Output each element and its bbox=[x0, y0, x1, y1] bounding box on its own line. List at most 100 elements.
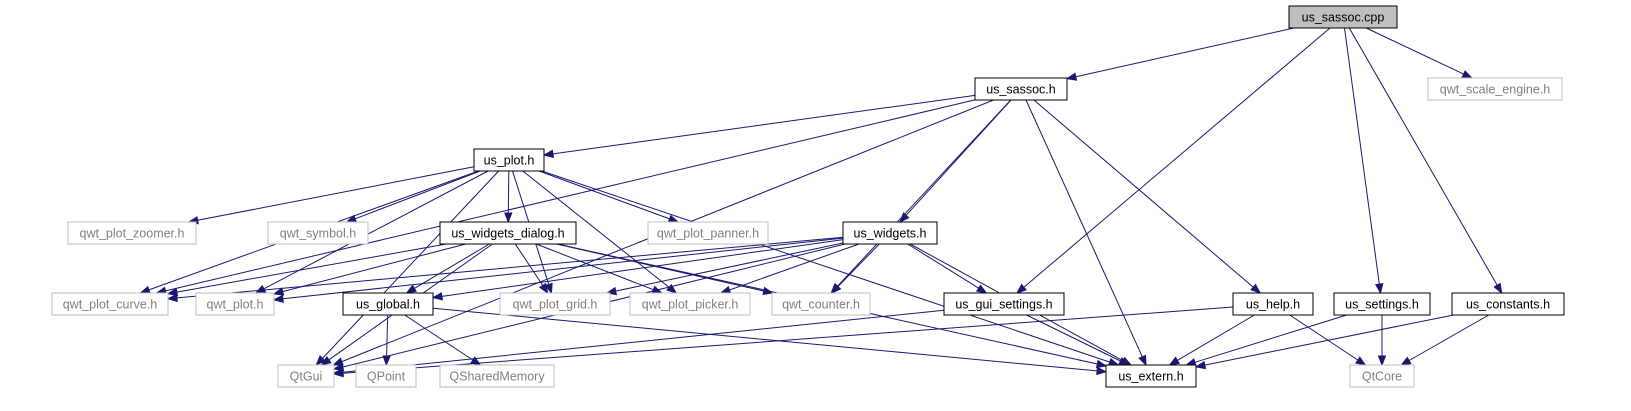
node-qwt-symbol-h: qwt_symbol.h bbox=[267, 221, 369, 245]
node-label: qwt_scale_engine.h bbox=[1440, 83, 1551, 97]
node-us-widgets-dialog-h[interactable]: us_widgets_dialog.h bbox=[439, 221, 577, 245]
node-box bbox=[67, 221, 197, 245]
arrowhead bbox=[1107, 357, 1120, 366]
node-us-widgets-h[interactable]: us_widgets.h bbox=[842, 221, 938, 245]
edge-line bbox=[1025, 99, 1143, 358]
arrowhead bbox=[382, 355, 391, 367]
node-label: us_help.h bbox=[1246, 298, 1300, 312]
node-us-help-h[interactable]: us_help.h bbox=[1232, 292, 1314, 316]
node-box bbox=[943, 292, 1065, 316]
edge-line bbox=[538, 170, 670, 220]
edge-line bbox=[514, 243, 544, 286]
node-label: qwt_plot_zoomer.h bbox=[80, 227, 185, 241]
edge-us_sassoc_h-to-us_extern_h bbox=[1025, 99, 1147, 367]
edge-us_widgets_dialog_h-to-us_global_h bbox=[405, 243, 490, 294]
node-qwt-plot-zoomer-h: qwt_plot_zoomer.h bbox=[67, 221, 197, 245]
node-box bbox=[267, 221, 369, 245]
node-label: us_widgets_dialog.h bbox=[451, 227, 564, 241]
arrowhead bbox=[1095, 359, 1108, 369]
node-us-sassoc-h[interactable]: us_sassoc.h bbox=[974, 77, 1068, 101]
edge-us_sassoc_h-to-us_help_h bbox=[1033, 99, 1262, 294]
edge-line bbox=[507, 170, 510, 214]
edge-line bbox=[282, 237, 844, 300]
arrowhead bbox=[332, 369, 344, 378]
edge-line bbox=[263, 170, 489, 290]
edge-us_settings_h-to-us_extern_h bbox=[1184, 314, 1347, 367]
edge-line bbox=[837, 99, 1012, 287]
edge-line bbox=[441, 239, 844, 297]
arrowhead bbox=[1400, 356, 1412, 366]
node-box bbox=[1232, 292, 1314, 316]
arrowhead bbox=[1065, 72, 1078, 81]
node-box bbox=[499, 292, 611, 316]
arrowhead bbox=[1096, 366, 1108, 376]
node-us-gui-settings-h[interactable]: us_gui_settings.h bbox=[943, 292, 1065, 316]
node-label: us_constants.h bbox=[1466, 298, 1550, 312]
edge-us_help_h-to-QtCore bbox=[1289, 314, 1367, 366]
edge-us_constants_h-to-QtCore bbox=[1400, 314, 1490, 366]
node-label: qwt_plot_picker.h bbox=[642, 298, 739, 312]
node-box bbox=[439, 364, 555, 388]
arrowhead bbox=[272, 287, 285, 296]
arrowhead bbox=[431, 292, 443, 301]
edge-line bbox=[1075, 27, 1294, 78]
arrowhead bbox=[544, 282, 553, 295]
edge-us_sassoc_cpp-to-us_settings_h bbox=[1344, 27, 1384, 295]
edge-us_plot_h-to-qwt_plot_panner_h bbox=[538, 170, 680, 223]
edge-line bbox=[907, 243, 979, 289]
edge-us_constants_h-to-us_extern_h bbox=[1194, 314, 1454, 370]
edge-us_widgets_h-to-qwt_plot_curve_h bbox=[166, 236, 844, 303]
node-label: us_settings.h bbox=[1345, 298, 1419, 312]
edge-us_sassoc_h-to-qwt_plot_curve_h bbox=[155, 99, 976, 295]
edge-us_widgets_h-to-us_global_h bbox=[431, 239, 844, 301]
node-us-extern-h[interactable]: us_extern.h bbox=[1105, 364, 1197, 388]
node-box bbox=[629, 292, 751, 316]
edge-us_settings_h-to-QtCore bbox=[1377, 315, 1387, 367]
node-label: us_sassoc.h bbox=[986, 83, 1056, 97]
edge-line bbox=[282, 243, 466, 293]
node-box bbox=[1288, 5, 1398, 29]
arrowhead bbox=[139, 285, 151, 294]
node-label: us_global.h bbox=[356, 298, 420, 312]
edge-line bbox=[1194, 314, 1347, 363]
node-qwt-plot-curve-h: qwt_plot_curve.h bbox=[51, 292, 169, 316]
arrowhead bbox=[504, 212, 513, 224]
edge-line bbox=[322, 170, 500, 359]
edge-line bbox=[615, 242, 844, 292]
arrowhead bbox=[332, 357, 344, 366]
node-label: qwt_plot.h bbox=[207, 298, 264, 312]
node-us-global-h[interactable]: us_global.h bbox=[342, 292, 434, 316]
arrowhead bbox=[1250, 283, 1262, 294]
node-us-sassoc-cpp[interactable]: us_sassoc.cpp bbox=[1288, 5, 1398, 29]
node-us-plot-h[interactable]: us_plot.h bbox=[473, 148, 545, 172]
node-label: qwt_counter.h bbox=[782, 298, 860, 312]
arrowhead bbox=[254, 284, 267, 294]
arrowhead bbox=[1375, 283, 1384, 295]
node-us-settings-h[interactable]: us_settings.h bbox=[1333, 292, 1431, 316]
node-box bbox=[1349, 364, 1415, 388]
node-box bbox=[842, 221, 938, 245]
edge-line bbox=[1023, 27, 1331, 288]
node-label: us_widgets.h bbox=[854, 227, 927, 241]
edge-line bbox=[176, 236, 844, 299]
edge-line bbox=[176, 243, 447, 293]
edge-us_plot_h-to-us_extern_h bbox=[541, 170, 1120, 366]
edge-line bbox=[1289, 314, 1359, 361]
arrowhead bbox=[272, 294, 284, 303]
edge-us_plot_h-to-qwt_plot_zoomer_h bbox=[187, 166, 475, 225]
node-qwt-plot-grid-h: qwt_plot_grid.h bbox=[499, 292, 611, 316]
node-QSharedMemory: QSharedMemory bbox=[439, 364, 555, 388]
edge-line bbox=[386, 314, 389, 357]
edge-line bbox=[342, 306, 1234, 374]
edge-line bbox=[1408, 314, 1490, 361]
edge-line bbox=[1348, 27, 1498, 286]
edge-us_widgets_dialog_h-to-qwt_plot_grid_h bbox=[514, 243, 549, 295]
edge-line bbox=[729, 243, 860, 291]
node-box bbox=[647, 221, 769, 245]
edge-us_global_h-to-us_extern_h bbox=[432, 307, 1108, 376]
arrowhead bbox=[1194, 360, 1207, 370]
node-us-constants-h[interactable]: us_constants.h bbox=[1451, 292, 1565, 316]
edge-line bbox=[432, 307, 1098, 372]
node-box bbox=[342, 292, 434, 316]
